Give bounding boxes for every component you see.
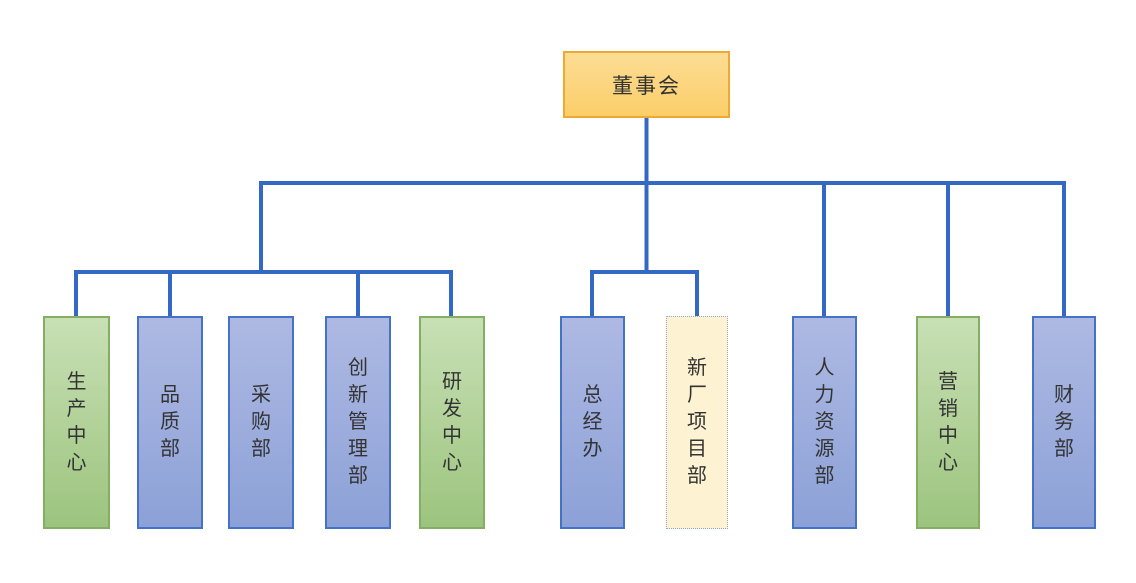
connector-segment	[590, 270, 699, 316]
dept-box-purchasing-dept[interactable]: 采购部	[228, 316, 294, 529]
dept-box-quality-dept[interactable]: 品质部	[137, 316, 203, 529]
dept-box-new-plant-project-dept[interactable]: 新厂项目部	[666, 316, 728, 529]
dept-label: 创新管理部	[348, 357, 368, 487]
dept-label: 营销中心	[938, 370, 958, 474]
dept-label: 人力资源部	[814, 357, 835, 487]
dept-box-innovation-management-dept[interactable]: 创新管理部	[325, 316, 391, 529]
dept-label: 财务部	[1054, 384, 1074, 460]
board-of-directors-label: 董事会	[612, 74, 681, 98]
dept-box-general-manager-office[interactable]: 总经办	[560, 316, 625, 529]
dept-box-finance-dept[interactable]: 财务部	[1032, 316, 1096, 529]
dept-label: 新厂项目部	[687, 357, 707, 487]
board-of-directors-box[interactable]: 董事会	[563, 51, 730, 118]
dept-label: 采购部	[251, 384, 271, 460]
connector-segment	[259, 181, 1066, 316]
connector-segment	[74, 270, 453, 316]
dept-box-human-resources-dept[interactable]: 人力资源部	[792, 316, 857, 529]
dept-label: 研发中心	[442, 370, 462, 474]
dept-label: 生产中心	[66, 370, 87, 474]
dept-box-rd-center[interactable]: 研发中心	[419, 316, 485, 529]
dept-box-production-center[interactable]: 生产中心	[43, 316, 110, 529]
dept-box-marketing-center[interactable]: 营销中心	[916, 316, 980, 529]
dept-label: 品质部	[160, 384, 180, 460]
dept-label: 总经办	[582, 384, 603, 460]
